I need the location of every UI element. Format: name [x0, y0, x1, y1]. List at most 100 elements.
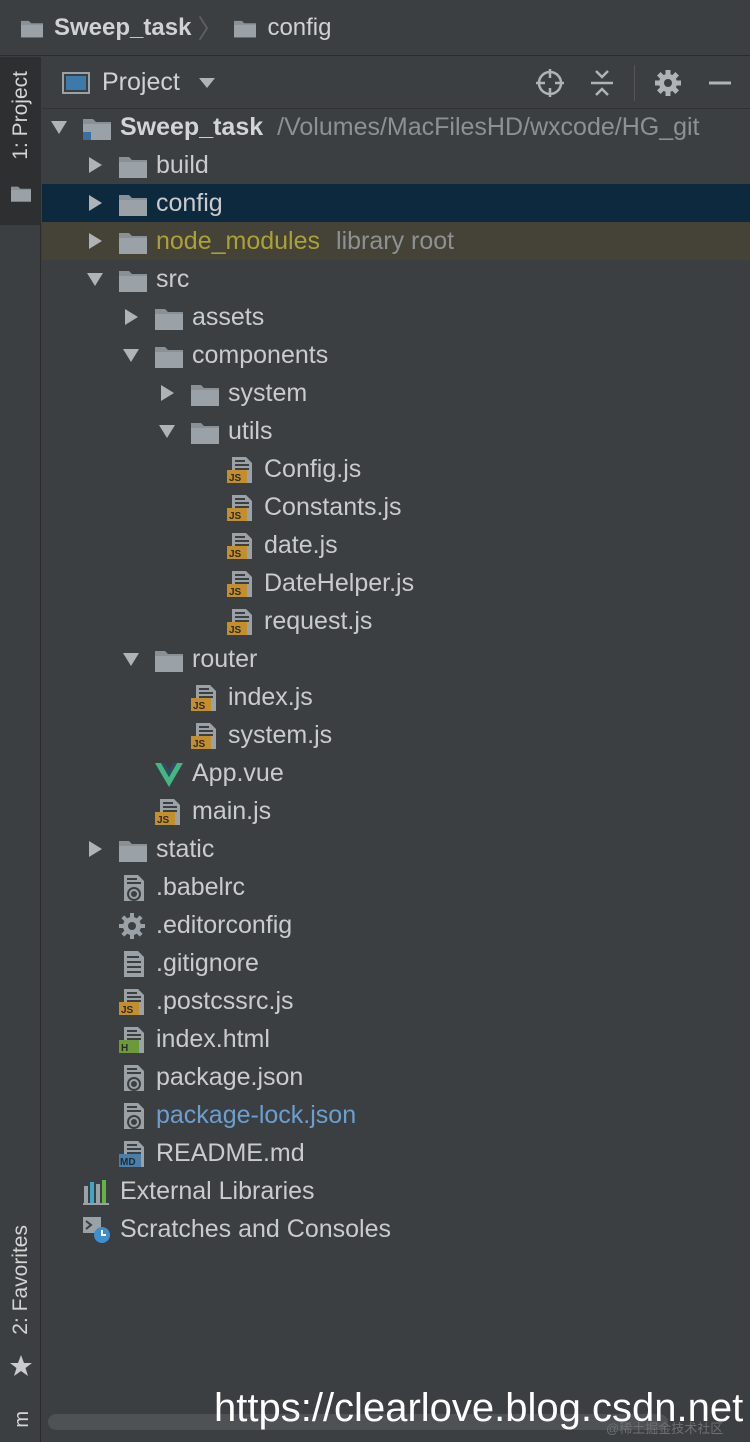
library-root-hint: library root: [336, 227, 455, 255]
breadcrumb-child[interactable]: config: [231, 14, 331, 42]
minimize-icon: [709, 81, 731, 85]
breadcrumb-separator: 〉: [197, 14, 224, 44]
tree-item-readme[interactable]: README.md: [42, 1134, 750, 1172]
tree-item-label: .postcssrc.js: [156, 987, 294, 1015]
folder-icon: [154, 646, 184, 674]
tree-item-datehelper-js[interactable]: DateHelper.js: [42, 564, 750, 602]
chevron-right-icon[interactable]: [86, 840, 104, 858]
tree-item-static[interactable]: static: [42, 830, 750, 868]
chevron-right-icon[interactable]: [86, 194, 104, 212]
tree-item-babelrc[interactable]: .babelrc: [42, 868, 750, 906]
chevron-right-icon[interactable]: [122, 308, 140, 326]
chevron-right-icon[interactable]: [86, 156, 104, 174]
tree-item-main-js[interactable]: main.js: [42, 792, 750, 830]
tree-item-request-js[interactable]: request.js: [42, 602, 750, 640]
libraries-icon: [83, 1180, 109, 1205]
tree-item-label: system.js: [228, 721, 333, 749]
project-view-selector[interactable]: Project: [102, 68, 180, 96]
horizontal-scrollbar[interactable]: [48, 1414, 668, 1430]
chevron-down-icon[interactable]: [122, 650, 140, 668]
folder-icon: [231, 17, 259, 39]
folder-icon: [118, 228, 148, 256]
tree-item-package-json[interactable]: package.json: [42, 1058, 750, 1096]
tree-item-label: External Libraries: [120, 1177, 315, 1205]
tree-item-label: request.js: [264, 607, 373, 635]
chevron-down-icon[interactable]: [198, 77, 216, 89]
chevron-down-icon[interactable]: [158, 422, 176, 440]
favorites-tool-tab[interactable]: 2: Favorites: [0, 1217, 41, 1387]
tree-item-build[interactable]: build: [42, 146, 750, 184]
config-file-icon: [118, 1064, 148, 1092]
locate-button[interactable]: [534, 67, 566, 99]
folder-icon: [118, 266, 148, 294]
bottom-strip-label[interactable]: m: [11, 1411, 33, 1428]
chevron-down-icon[interactable]: [122, 346, 140, 364]
tree-item-label: index.js: [228, 683, 313, 711]
tree-item-system[interactable]: system: [42, 374, 750, 412]
watermark-sub: @稀土掘金技术社区: [606, 1421, 724, 1436]
tree-item-label: assets: [192, 303, 265, 331]
config-file-icon: [118, 1102, 148, 1130]
tree-item-index-html[interactable]: index.html: [42, 1020, 750, 1058]
chevron-down-icon[interactable]: [86, 270, 104, 288]
tree-item-label: index.html: [156, 1025, 270, 1053]
tree-item-label: build: [156, 151, 209, 179]
tree-item-label: main.js: [192, 797, 272, 825]
tree-item-constants-js[interactable]: Constants.js: [42, 488, 750, 526]
tree-item-assets[interactable]: assets: [42, 298, 750, 336]
tree-item-gitignore[interactable]: .gitignore: [42, 944, 750, 982]
tree-item-config[interactable]: config: [42, 184, 750, 222]
js-file-icon: [118, 988, 148, 1016]
settings-button[interactable]: [652, 67, 684, 99]
tree-item-label: .editorconfig: [156, 911, 293, 939]
js-file-icon: [226, 532, 256, 560]
tree-item-label: Config.js: [264, 455, 362, 483]
folder-icon: [82, 114, 112, 142]
root-path: /Volumes/MacFilesHD/wxcode/HG_git: [277, 113, 700, 141]
chevron-right-icon[interactable]: [86, 232, 104, 250]
folder-icon: [10, 183, 32, 203]
tree-item-app-vue[interactable]: App.vue: [42, 754, 750, 792]
tree-item-postcssrc[interactable]: .postcssrc.js: [42, 982, 750, 1020]
tree-item-root[interactable]: Sweep_task/Volumes/MacFilesHD/wxcode/HG_…: [42, 108, 750, 146]
tree-item-date-js[interactable]: date.js: [42, 526, 750, 564]
tree-item-editorconfig[interactable]: .editorconfig: [42, 906, 750, 944]
tree-item-label: components: [192, 341, 329, 369]
js-file-icon: [154, 798, 184, 826]
tree-item-label: Scratches and Consoles: [120, 1215, 391, 1243]
folder-icon: [118, 190, 148, 218]
tree-item-external-libraries[interactable]: External Libraries: [42, 1172, 750, 1210]
tree-item-router[interactable]: router: [42, 640, 750, 678]
project-view-icon: [62, 71, 90, 94]
tree-item-utils[interactable]: utils: [42, 412, 750, 450]
chevron-right-icon[interactable]: [158, 384, 176, 402]
tree-item-src[interactable]: src: [42, 260, 750, 298]
folder-icon: [190, 380, 220, 408]
text-file-icon: [118, 950, 148, 978]
tree-item-label: router: [192, 645, 258, 673]
tree-item-label: .babelrc: [156, 873, 245, 901]
tree-item-config-js[interactable]: Config.js: [42, 450, 750, 488]
tree-item-scratches[interactable]: Scratches and Consoles: [42, 1210, 750, 1248]
js-file-icon: [226, 494, 256, 522]
tree-item-label: README.md: [156, 1139, 305, 1167]
tree-item-index-js[interactable]: index.js: [42, 678, 750, 716]
scratches-icon: [83, 1217, 110, 1243]
tree-item-system-js[interactable]: system.js: [42, 716, 750, 754]
breadcrumb-root[interactable]: Sweep_task: [18, 14, 191, 42]
tree-item-components[interactable]: components: [42, 336, 750, 374]
tree-item-label: utils: [228, 417, 273, 445]
project-panel-header: Project: [42, 57, 750, 109]
chevron-down-icon[interactable]: [50, 118, 68, 136]
js-file-icon: [226, 608, 256, 636]
markdown-file-icon: [118, 1140, 148, 1168]
tree-item-package-lock[interactable]: package-lock.json: [42, 1096, 750, 1134]
hide-panel-button[interactable]: [704, 67, 736, 99]
folder-icon: [118, 836, 148, 864]
collapse-all-icon: [591, 70, 613, 96]
tree-item-label: .gitignore: [156, 949, 259, 977]
project-tool-tab[interactable]: 1: Project: [0, 57, 41, 225]
collapse-all-button[interactable]: [586, 67, 618, 99]
breadcrumb: Sweep_task 〉 config: [0, 0, 750, 56]
